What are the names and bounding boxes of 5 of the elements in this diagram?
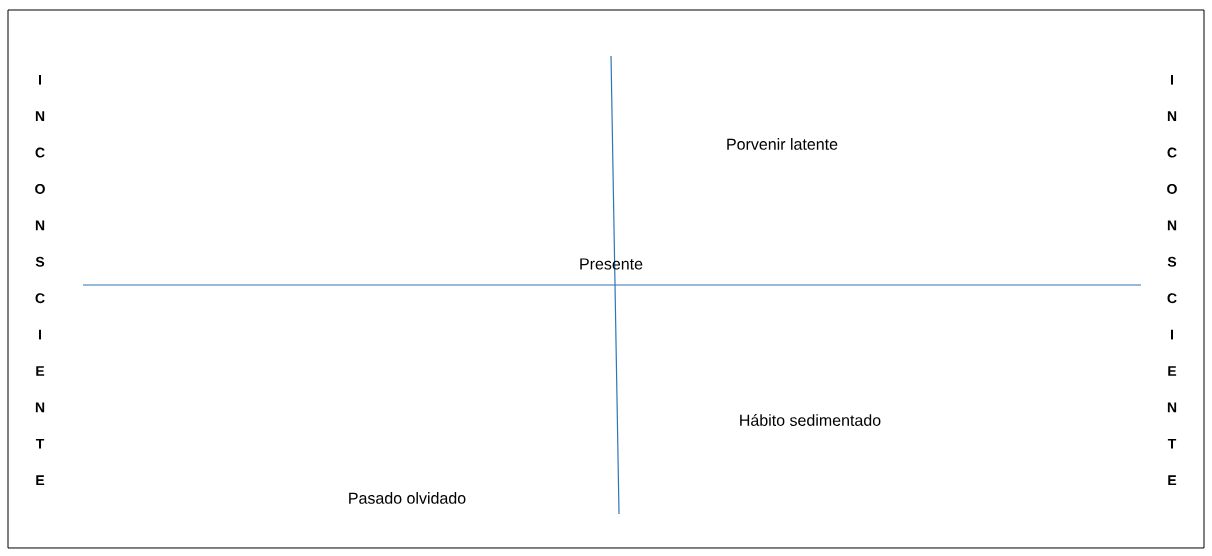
vertical-label: I N C O N S C I E N T E (35, 75, 45, 485)
quadrant-label: Porvenir latente (727, 138, 838, 150)
quadrant-label: Pasado olvidado (349, 492, 466, 504)
quadrant-label: Hábito sedimentado (740, 414, 881, 426)
vertical-label: I N C O N S C I E N T E (1167, 75, 1177, 485)
